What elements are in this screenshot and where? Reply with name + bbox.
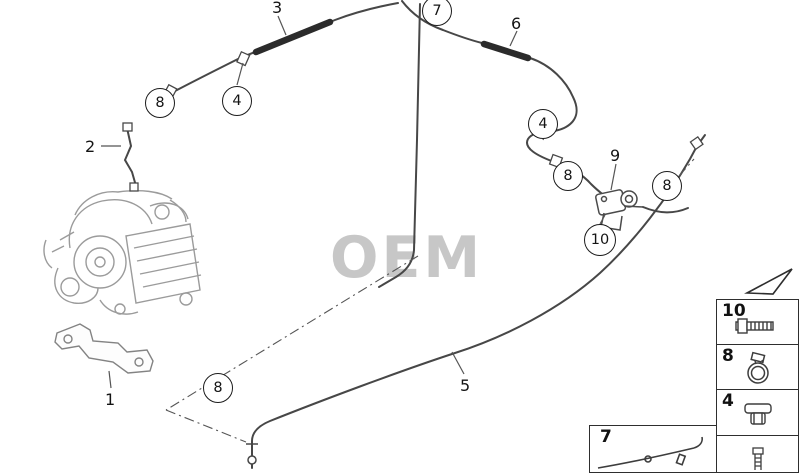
line-clip-icon (743, 402, 772, 425)
callout-label-5[interactable]: 5 (460, 376, 471, 395)
legend-row-10[interactable]: 10 (717, 300, 798, 345)
callout-label-6[interactable]: 6 (511, 14, 522, 33)
legend-row-8[interactable]: 8 (717, 345, 798, 390)
hose-clamp-icon (746, 351, 769, 384)
callout-balloon-7[interactable]: 7 (422, 0, 452, 26)
legend-panel: 10 8 4 (716, 299, 799, 473)
callout-balloon-8d[interactable]: 8 (203, 373, 233, 403)
callout-balloon-10[interactable]: 10 (584, 224, 616, 256)
leader-lines (101, 15, 617, 389)
hex-bolt-icon (734, 318, 774, 334)
callout-balloon-8a[interactable]: 8 (145, 88, 175, 118)
direction-arrow-icon (744, 268, 793, 295)
callout-label-9[interactable]: 9 (610, 146, 621, 165)
legend-row-partial[interactable] (717, 436, 798, 471)
legend-row-4[interactable]: 4 (717, 390, 798, 436)
screw-icon (751, 446, 764, 470)
legend-label-10: 10 (722, 301, 746, 321)
valve-part[interactable] (595, 189, 644, 231)
legend-label-8: 8 (722, 346, 734, 366)
line-end-connector (246, 443, 258, 465)
callout-balloon-8c[interactable]: 8 (652, 171, 682, 201)
fuel-line-icon (597, 436, 703, 469)
callout-label-1[interactable]: 1 (105, 390, 116, 409)
engine-assembly (43, 190, 202, 315)
watermark: OEM (330, 225, 484, 291)
insulated-segments (252, 18, 532, 62)
bracket-part[interactable] (54, 323, 154, 374)
legend-label-4: 4 (722, 391, 734, 411)
callout-balloon-8b[interactable]: 8 (553, 161, 583, 191)
legend-label-7: 7 (600, 427, 612, 447)
callout-label-2[interactable]: 2 (85, 137, 96, 156)
callout-balloon-4b[interactable]: 4 (528, 109, 558, 139)
callout-label-3[interactable]: 3 (272, 0, 283, 17)
legend-box-7[interactable]: 7 (589, 425, 717, 473)
callout-balloon-4a[interactable]: 4 (222, 86, 252, 116)
